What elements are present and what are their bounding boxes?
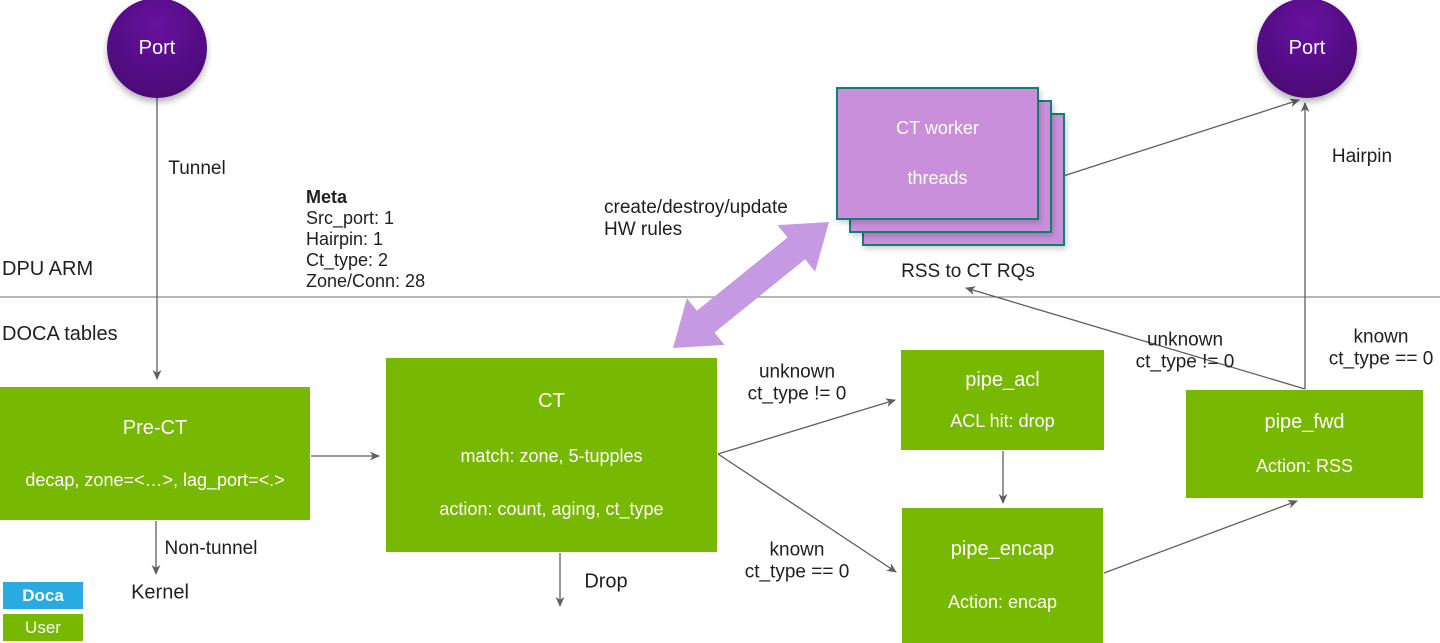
pipe-acl-body: ACL hit: drop bbox=[950, 410, 1055, 431]
edge-pipeencap-to-pipefwd bbox=[1103, 500, 1298, 574]
ct-match-line: match: zone, 5-tupples bbox=[460, 445, 643, 466]
meta-zone-conn: Zone/Conn: 28 bbox=[306, 271, 426, 291]
hw-rules-double-arrow bbox=[673, 222, 829, 348]
edge-label-non-tunnel: Non-tunnel bbox=[164, 538, 258, 560]
pipe-fwd-body: Action: RSS bbox=[1255, 455, 1354, 476]
edge-label-kernel: Kernel bbox=[131, 581, 189, 604]
pipe-encap-title: pipe_encap bbox=[950, 538, 1055, 561]
edge-label-drop: Drop bbox=[584, 570, 628, 593]
port-circle-right: Port bbox=[1257, 0, 1357, 98]
edge-ct-to-pipeacl bbox=[717, 398, 896, 455]
edge-label-hw-rules: create/destroy/update HW rules bbox=[604, 197, 788, 241]
edge-label-hairpin: Hairpin bbox=[1331, 146, 1393, 168]
legend-item-user: User bbox=[3, 614, 83, 641]
edge-label-unknown-fwd: unknown ct_type != 0 bbox=[1136, 329, 1235, 372]
pipe-fwd-title: pipe_fwd bbox=[1264, 411, 1345, 434]
port-right-label: Port bbox=[1288, 36, 1326, 59]
edge-pipefwd-to-rss bbox=[965, 286, 1306, 390]
legend-item-doca: Doca bbox=[3, 582, 83, 609]
node-ct: CT match: zone, 5-tupples action: count,… bbox=[386, 358, 717, 552]
ct-worker-line1: CT worker bbox=[896, 118, 979, 138]
legend: Doca User bbox=[3, 582, 83, 643]
known-right-line1: known bbox=[1353, 326, 1409, 348]
edge-label-known-fwd: known ct_type == 0 bbox=[1329, 326, 1434, 369]
meta-annotation: Meta Src_port: 1 Hairpin: 1 Ct_type: 2 Z… bbox=[306, 187, 425, 292]
pre-ct-title: Pre-CT bbox=[122, 416, 188, 439]
known-left-line1: known bbox=[769, 539, 825, 561]
port-circle-left: Port bbox=[107, 0, 207, 98]
unknown-right-line2: ct_type != 0 bbox=[1135, 351, 1235, 372]
region-label-doca-tables: DOCA tables bbox=[2, 323, 118, 345]
ct-action-line: action: count, aging, ct_type bbox=[439, 498, 664, 519]
edge-ctworkers-to-port bbox=[1053, 98, 1300, 180]
unknown-right-line1: unknown bbox=[1146, 329, 1224, 351]
pipe-acl-title: pipe_acl bbox=[965, 368, 1040, 391]
edge-label-rss-to-ct-rqs: RSS to CT RQs bbox=[901, 261, 1035, 283]
ct-worker-line2: threads bbox=[907, 168, 968, 188]
edge-ct-to-pipeencap bbox=[717, 453, 897, 573]
hw-rules-line2: HW rules bbox=[604, 219, 683, 240]
pre-ct-body: decap, zone=<…>, lag_port=<.> bbox=[25, 469, 285, 490]
node-pipe-fwd: pipe_fwd Action: RSS bbox=[1186, 390, 1423, 498]
meta-title: Meta bbox=[306, 187, 348, 207]
meta-src-port: Src_port: 1 bbox=[306, 208, 395, 228]
edge-label-tunnel: Tunnel bbox=[168, 158, 226, 180]
meta-ct-type: Ct_type: 2 bbox=[306, 250, 389, 270]
pipe-encap-body: Action: encap bbox=[947, 591, 1058, 612]
region-label-dpu-arm: DPU ARM bbox=[2, 258, 94, 280]
node-pre-ct: Pre-CT decap, zone=<…>, lag_port=<.> bbox=[0, 387, 310, 520]
meta-hairpin: Hairpin: 1 bbox=[306, 229, 384, 249]
ct-title: CT bbox=[538, 390, 565, 413]
known-left-line2: ct_type == 0 bbox=[744, 561, 850, 582]
ct-worker-card-front: CT worker threads bbox=[836, 87, 1039, 220]
port-left-label: Port bbox=[138, 36, 176, 59]
node-pipe-encap: pipe_encap Action: encap bbox=[902, 508, 1103, 643]
node-pipe-acl: pipe_acl ACL hit: drop bbox=[901, 350, 1104, 450]
unknown-left-line1: unknown bbox=[758, 361, 836, 383]
edge-label-known-ct: known ct_type == 0 bbox=[745, 539, 850, 582]
known-right-line2: ct_type == 0 bbox=[1328, 348, 1434, 369]
hw-rules-line1: create/destroy/update bbox=[604, 197, 788, 218]
unknown-left-line2: ct_type != 0 bbox=[747, 383, 847, 404]
edge-label-unknown-ct: unknown ct_type != 0 bbox=[748, 361, 847, 404]
